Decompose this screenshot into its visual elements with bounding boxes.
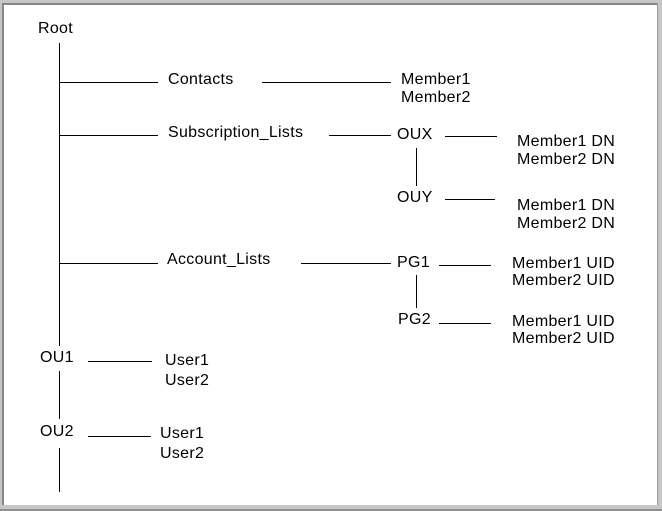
trunk-line — [59, 43, 60, 346]
contacts-branch-line — [59, 82, 158, 83]
ou2-user-list: User1 User2 — [160, 424, 204, 464]
member-item: Member2 UID — [512, 272, 615, 289]
pg2-members-line — [439, 323, 491, 324]
ouy-members-line — [445, 199, 495, 200]
ou1-ou2-line — [59, 371, 60, 419]
member-item: Member2 DN — [517, 151, 616, 168]
member-item: Member1 — [401, 71, 471, 88]
account-branch-line — [59, 263, 158, 264]
subscription-oux-line — [329, 135, 391, 136]
pg1-pg2-line — [416, 275, 417, 308]
user-item: User1 — [165, 352, 210, 369]
oux-members-line — [445, 136, 497, 137]
member-item: Member2 UID — [512, 330, 615, 347]
account-pg1-line — [301, 263, 391, 264]
member-item: Member1 UID — [512, 255, 615, 272]
oux-ouy-line — [416, 148, 417, 186]
node-ou2: OU2 — [40, 423, 74, 440]
node-ouy: OUY — [397, 189, 433, 206]
member-item: Member2 DN — [517, 215, 616, 232]
user-item: User1 — [160, 425, 205, 442]
node-subscription-lists: Subscription_Lists — [168, 124, 304, 141]
ou1-users-line — [88, 361, 152, 362]
node-account-lists: Account_Lists — [167, 251, 271, 268]
node-root: Root — [38, 20, 73, 37]
node-oux: OUX — [397, 126, 433, 143]
pg1-member-list: Member1 UID Member2 UID — [512, 255, 615, 289]
ou2-users-line — [88, 436, 151, 437]
member-item: Member1 DN — [517, 197, 616, 214]
oux-member-list: Member1 DN Member2 DN — [517, 133, 615, 169]
ou1-user-list: User1 User2 — [165, 351, 209, 391]
node-pg1: PG1 — [397, 254, 430, 271]
node-pg2: PG2 — [398, 311, 431, 328]
contacts-members-line — [262, 82, 391, 83]
pg2-member-list: Member1 UID Member2 UID — [512, 313, 615, 347]
subscription-branch-line — [59, 135, 158, 136]
ouy-member-list: Member1 DN Member2 DN — [517, 197, 615, 233]
contacts-member-list: Member1 Member2 — [401, 71, 471, 107]
member-item: Member1 UID — [512, 313, 615, 330]
member-item: Member2 — [401, 89, 471, 106]
pg1-members-line — [439, 265, 491, 266]
user-item: User2 — [160, 445, 205, 462]
member-item: Member1 DN — [517, 133, 616, 150]
diagram-canvas: Root Contacts Member1 Member2 Subscripti… — [2, 3, 658, 505]
node-ou1: OU1 — [40, 349, 74, 366]
node-contacts: Contacts — [168, 71, 234, 88]
ou2-continuation-line — [59, 448, 60, 492]
user-item: User2 — [165, 372, 210, 389]
